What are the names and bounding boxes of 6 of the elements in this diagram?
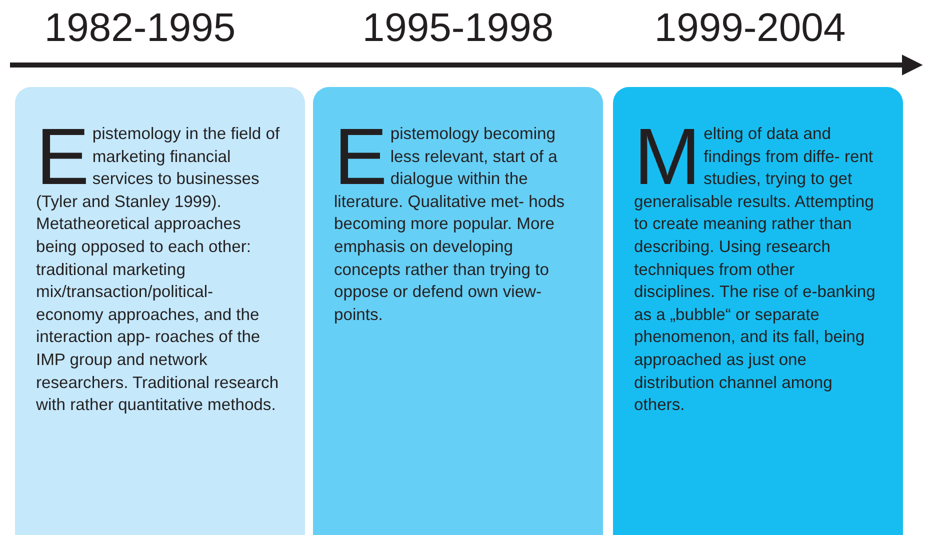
period-card [15, 87, 305, 535]
period-year: 1995-1998 [362, 6, 554, 51]
period-card [613, 87, 903, 535]
period-year: 1982-1995 [44, 6, 236, 51]
period-card [313, 87, 603, 535]
period-year: 1999-2004 [654, 6, 846, 51]
